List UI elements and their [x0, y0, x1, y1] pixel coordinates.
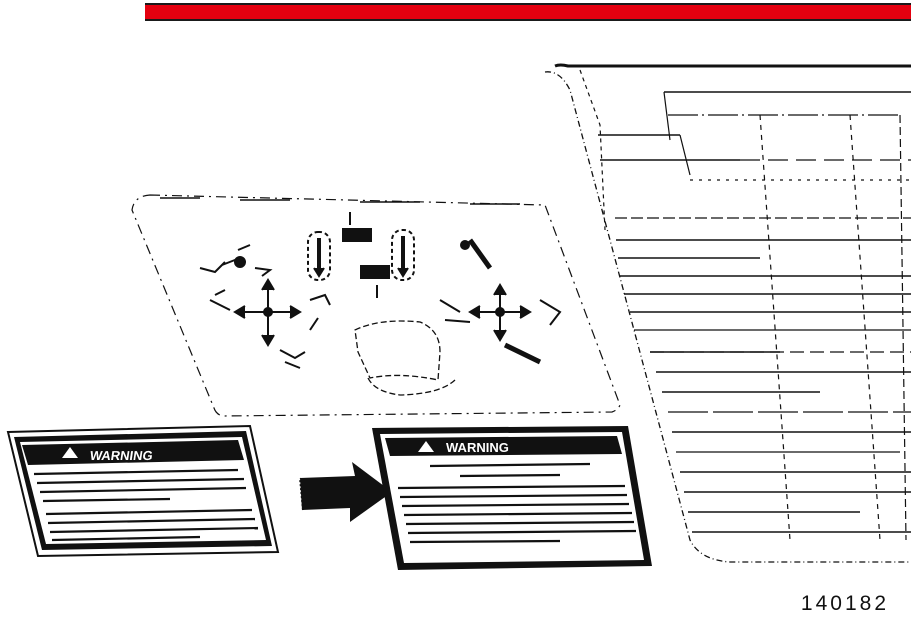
new-warning-label: WARNING	[372, 426, 652, 570]
warning-triangle-icon	[62, 447, 78, 458]
arrow-right-icon	[299, 462, 392, 522]
left-joystick-symbol	[199, 244, 331, 369]
left-label-title: WARNING	[89, 448, 154, 463]
side-panel	[544, 63, 911, 563]
seat-outline	[354, 320, 456, 396]
header-accent-bar	[145, 3, 911, 21]
figure-number: 140182	[800, 592, 889, 615]
lever-symbols	[307, 212, 415, 298]
right-label-text-lines	[397, 462, 637, 544]
right-joystick-symbol	[439, 238, 562, 365]
old-warning-label: WARNING	[6, 424, 280, 558]
left-label-text-lines	[33, 468, 259, 542]
right-label-title: WARNING	[446, 440, 509, 455]
control-panel-decal	[131, 194, 621, 417]
warning-triangle-icon	[418, 441, 434, 452]
